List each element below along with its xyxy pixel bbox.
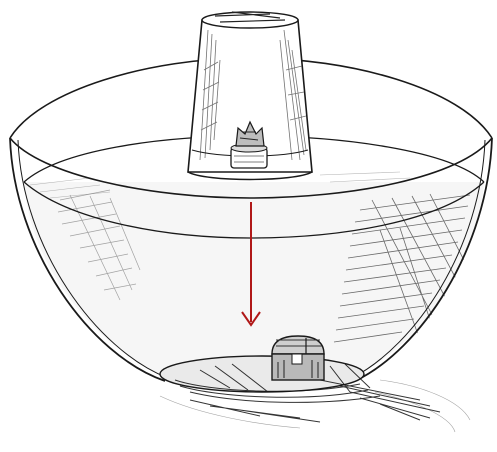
bowl-outline-inner <box>17 139 486 379</box>
water-body <box>24 182 484 378</box>
inverted-cup <box>187 11 313 181</box>
chest-lid <box>271 335 325 355</box>
cup-rim <box>187 171 313 181</box>
bowl-rim-front <box>9 137 493 199</box>
bowl-bottom <box>159 355 365 393</box>
bottom-shadow <box>174 363 441 423</box>
treasure-chest <box>271 335 325 381</box>
small-figure <box>230 120 268 169</box>
surface-shading <box>29 171 411 199</box>
downward-arrow <box>241 202 261 327</box>
right-wall-shading <box>333 193 471 343</box>
left-wall-shading <box>57 189 141 301</box>
bowl-outline <box>9 137 493 382</box>
